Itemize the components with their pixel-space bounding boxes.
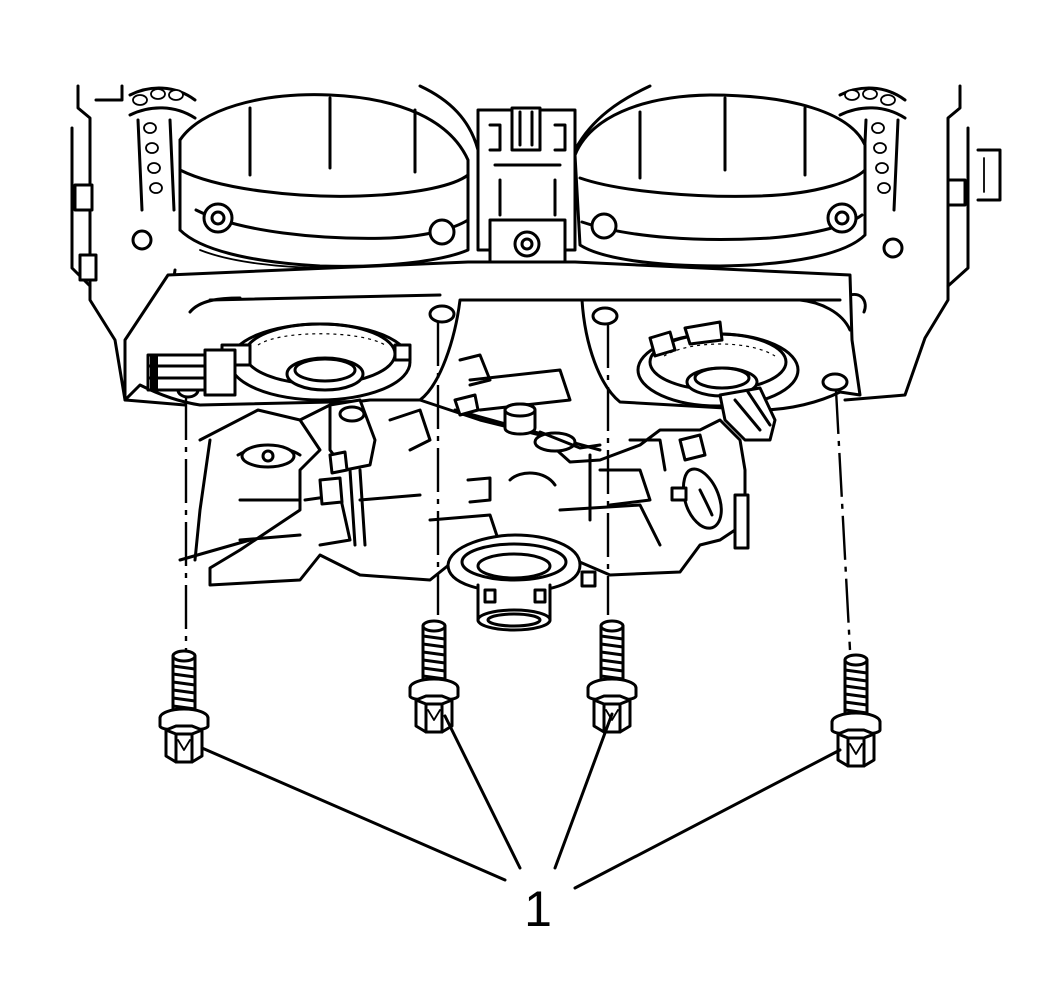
left-camshaft-actuator [178,93,470,269]
bolt-2 [408,619,460,734]
crankshaft-seal-housing [446,533,597,632]
bolt-1 [158,649,210,764]
left-timing-chain [128,86,197,212]
left-sensor-connector [146,348,237,397]
right-camshaft-actuator [573,93,867,268]
right-timing-chain [838,86,907,212]
bolt-alignment-lines [184,322,852,655]
bolt-hole-4 [821,372,849,392]
bolt-hole-3 [591,306,619,326]
engine-assembly [70,84,1002,632]
bolt-hole-2 [428,304,456,324]
callout-label: 1 [524,881,552,937]
left-bearing-boss [220,322,412,402]
callout-leader-lines [200,712,842,890]
right-sensor-connector [718,386,777,442]
center-upper-housing [418,84,652,264]
